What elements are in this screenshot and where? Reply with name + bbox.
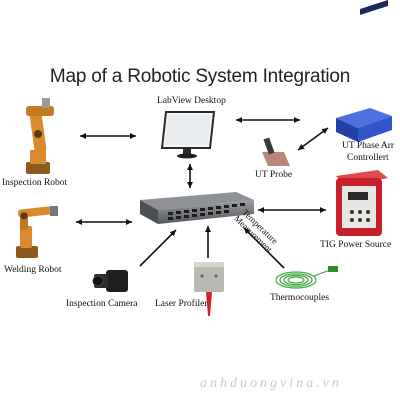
labview-monitor-icon — [160, 111, 216, 159]
arrow-ut-probe-controller — [297, 127, 329, 151]
tig-power-source-icon — [336, 170, 388, 236]
welding-robot-icon — [16, 206, 58, 258]
ut-probe-icon — [262, 137, 290, 166]
inspection-robot-label: Inspection Robot — [2, 178, 68, 188]
ut-phase-controller-icon — [336, 0, 392, 142]
network-switch-icon — [140, 192, 254, 224]
inspection-camera-label: Inspection Camera — [66, 299, 138, 309]
ut-probe-label: UT Probe — [255, 170, 293, 180]
thermocouples-label: Thermocouples — [270, 293, 330, 303]
tig-power-source-label: TIG Power Source — [320, 240, 392, 250]
labview-desktop-label: LabView Desktop — [157, 96, 226, 106]
diagram-title: Map of a Robotic System Integration — [49, 66, 351, 87]
ut-phase-controller-label-line2: Controllert — [347, 153, 389, 163]
arrow-camera-switch — [139, 229, 177, 267]
laser-profiler-label: Laser Profiler — [155, 299, 208, 309]
laser-profiler-icon — [194, 262, 224, 316]
thermocouples-icon — [275, 266, 338, 289]
arrow-thermocouples-switch — [243, 227, 285, 269]
inspection-robot-icon — [26, 98, 54, 174]
inspection-camera-icon — [92, 270, 128, 292]
welding-robot-label: Welding Robot — [4, 265, 62, 275]
watermark-text: anhduongvina.vn — [200, 376, 342, 391]
ut-phase-controller-label-line1: UT Phase Arr — [342, 141, 395, 151]
